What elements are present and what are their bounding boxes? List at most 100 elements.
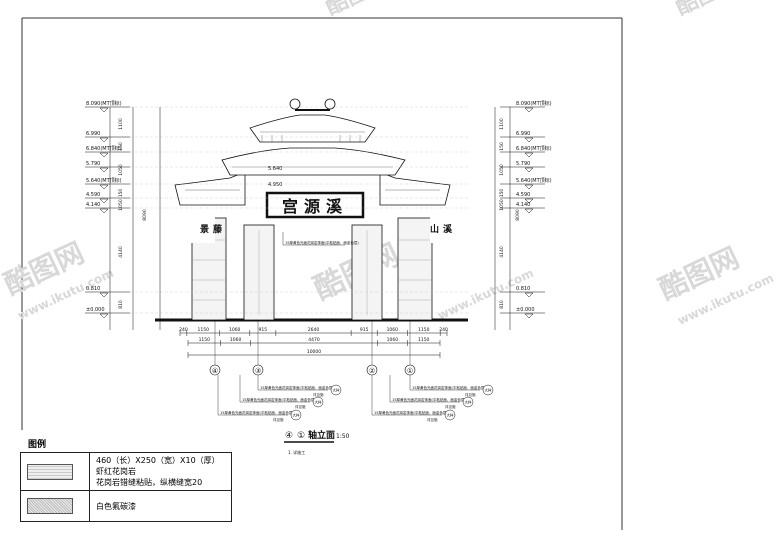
level-triangle-icon (99, 313, 109, 319)
plaque-main-text: 宫源溪 (282, 197, 348, 216)
level-label-left: ±0.000 (86, 307, 105, 313)
callout-leader (217, 375, 288, 416)
legend-row: 460（长）X250（宽）X10（厚）虾红花岗岩花岗岩错缝粘贴，纵横缝宽20 (20, 452, 232, 491)
callout-text: 15厚黄色光面花岗岩饰面(平粘贴面，面金色层) (392, 397, 466, 402)
level-label-right: 4.590 (516, 192, 530, 198)
dimension-label: 1060 (230, 337, 242, 343)
callout-leader (371, 375, 442, 416)
dimension-label: 240 (439, 327, 448, 333)
detail-label: 大样 (333, 388, 341, 393)
detail-bubble (444, 409, 456, 421)
level-label-left: 4.140 (86, 202, 100, 208)
title-axis-to: ① (297, 431, 305, 441)
callout-text: 15厚黄色光面花岗岩饰面(平粘贴面，面金色层) (374, 410, 448, 415)
axis-label: ② (369, 367, 375, 375)
level-triangle-icon (99, 208, 109, 214)
vertical-dim-label: 1050 (499, 164, 505, 176)
axis-label: ④ (212, 367, 218, 375)
vertical-dim-label: 810 (499, 300, 505, 309)
callout-leader (239, 375, 310, 403)
dimension-label: 2640 (308, 327, 320, 333)
level-label-left: 5.640(MT顶标) (86, 177, 122, 184)
total-height-dim: 8090 (142, 209, 148, 221)
detail-bubble (312, 396, 324, 408)
level-triangle-icon (99, 292, 109, 298)
vertical-dim-label: 150 (118, 189, 124, 198)
level-triangle-icon (524, 292, 534, 298)
dimension-label: 915 (259, 327, 268, 333)
level-label-right: 8.090(MT顶标) (516, 100, 552, 107)
vertical-dim-label: 810 (118, 300, 124, 309)
watermark-brand: 酷图网 (322, 0, 392, 20)
callout-sub: 详见施 (427, 417, 438, 422)
level-label-left: 6.840(MT顶标) (86, 145, 122, 152)
detail-bubble (462, 396, 474, 408)
callout-sub: 详见施 (445, 404, 456, 409)
level-triangle-icon (524, 107, 534, 113)
level-triangle-icon (524, 198, 534, 204)
dimension-label: 1060 (387, 327, 399, 333)
drawing-frame (21, 17, 623, 530)
watermark-url: www.ikutu.com (435, 266, 536, 323)
level-triangle-icon (524, 313, 534, 319)
title-text: 轴立面 (308, 429, 335, 441)
level-label-right: 4.140 (516, 202, 530, 208)
level-triangle-icon (524, 152, 534, 158)
legend-table: 460（长）X250（宽）X10（厚）虾红花岗岩花岗岩错缝粘贴，纵横缝宽20 白… (20, 452, 232, 522)
detail-bubble (482, 384, 494, 396)
callout-text: 15厚黄色光面花岗岩饰面(平粘贴面，面金色层) (260, 385, 334, 390)
gate-elevation (155, 98, 468, 322)
watermark-brand: 酷图网 (672, 0, 742, 20)
legend-item-line1: 白色氟碳漆 (96, 501, 136, 511)
detail-label: 大样 (447, 413, 455, 418)
detail-label: 大样 (465, 400, 473, 405)
detail-bubble (330, 384, 342, 396)
dimension-label: 1060 (387, 337, 399, 343)
title-axis-from: ④ (285, 431, 293, 441)
vertical-dim-label: 1050 (499, 199, 505, 211)
plaque-right-text: 山溪 (430, 223, 456, 235)
inner-dim-1: 5.640 (268, 166, 282, 172)
vertical-dim-label: 1050 (118, 164, 124, 176)
dimension-label: 240 (179, 327, 188, 333)
detail-label: 大样 (485, 388, 493, 393)
level-triangle-icon (99, 137, 109, 143)
level-triangle-icon (524, 167, 534, 173)
granite-swatch (27, 463, 73, 480)
level-label-left: 6.990 (86, 131, 100, 137)
detail-bubble (290, 409, 302, 421)
vertical-dim-label: 1050 (118, 199, 124, 211)
vertical-dim-label: 150 (499, 189, 505, 198)
axis-markers: ④ ③ ② ① (209, 320, 416, 376)
level-label-left: 5.790 (86, 161, 100, 167)
axis-label: ③ (255, 367, 261, 375)
dimension-label: 10000 (307, 349, 321, 355)
title-note: 1. 详施工 (288, 449, 305, 455)
detail-label: 大样 (315, 400, 323, 405)
dimension-label: 1150 (418, 337, 430, 343)
level-triangle-icon (524, 208, 534, 214)
level-label-left: 4.590 (86, 192, 100, 198)
callout-text: 15厚黄色光面花岗岩饰面(平粘贴面，面金色层) (285, 240, 359, 245)
level-label-right: 6.840(MT顶标) (516, 145, 552, 152)
total-height-dim: 8090 (515, 209, 521, 221)
legend-title: 图例 (28, 440, 47, 450)
axis-label: ① (407, 367, 413, 375)
vertical-dim-label: 4140 (118, 246, 124, 258)
level-label-left: 0.810 (86, 286, 100, 292)
dimension-label: 1150 (418, 327, 430, 333)
dimension-label: 1150 (197, 327, 209, 333)
callouts: 15厚黄色光面花岗岩饰面(平粘贴面，面金色层)详见施大样15厚黄色光面花岗岩饰面… (217, 232, 494, 422)
callout-leader (257, 375, 328, 391)
dimension-label: 1060 (229, 327, 241, 333)
vertical-dim-label: 1100 (499, 118, 505, 130)
level-label-right: 5.640(MT顶标) (516, 177, 552, 184)
plaque-left-text: 景藤 (200, 223, 226, 235)
level-label-right: ±0.000 (516, 307, 535, 313)
callout-sub: 详见施 (273, 417, 284, 422)
vertical-dim-label: 150 (499, 142, 505, 151)
level-triangle-icon (99, 184, 109, 190)
